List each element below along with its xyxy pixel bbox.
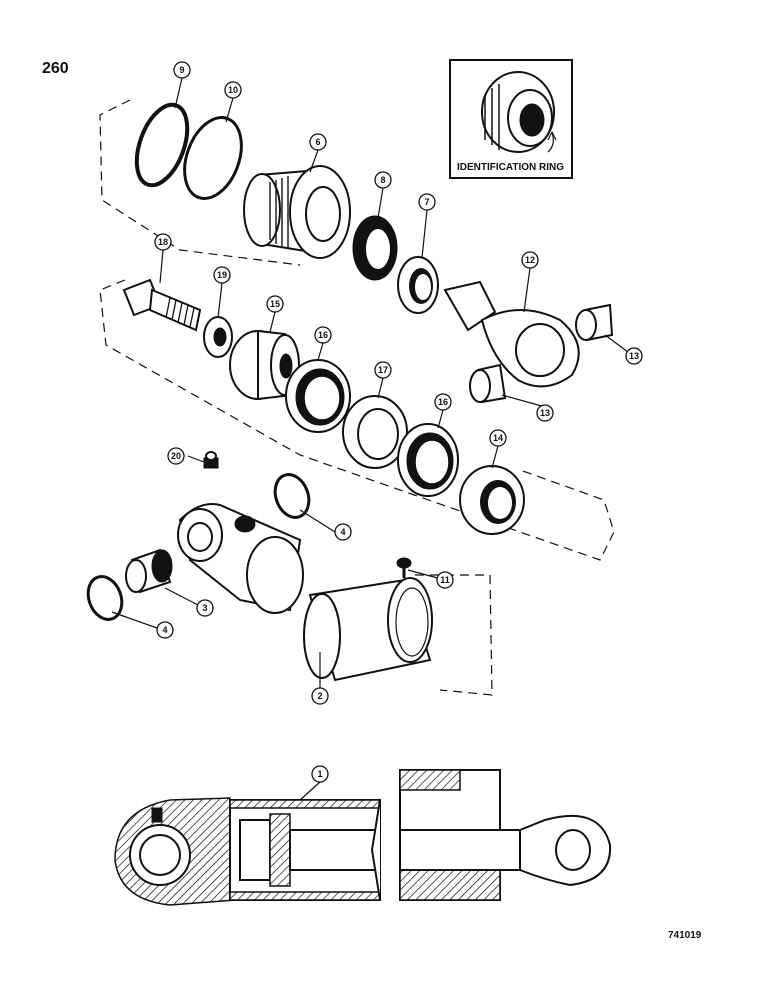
callout-4b-label: 4 [162,625,167,635]
callout-4a-label: 4 [340,527,345,537]
callout-16b: 16 [434,393,452,411]
callout-11: 11 [436,571,454,589]
callout-7-label: 7 [424,197,429,207]
identification-ring-label: IDENTIFICATION RING [457,162,564,173]
callout-20-label: 20 [171,451,181,461]
grease-fitting-part-20 [203,451,219,469]
callout-14: 14 [489,429,507,447]
washer-part-19 [203,316,233,358]
page-number: 260 [42,60,69,77]
callout-16a: 16 [314,326,332,344]
seal-part-8 [352,215,398,281]
bushing-part-14 [459,465,525,535]
rod-end-part-12 [443,280,580,388]
callout-18-label: 18 [158,237,168,247]
assembled-cylinder-section [114,769,612,906]
bushing-part-13b [469,363,507,404]
callout-2: 2 [311,687,329,705]
screw-part-11 [396,557,412,578]
callout-1: 1 [311,765,329,783]
callout-2-label: 2 [317,691,322,701]
callout-11-label: 11 [440,575,450,585]
dashed-group-barrel [415,574,493,696]
callout-19: 19 [213,266,231,284]
callout-3: 3 [196,599,214,617]
callout-4b: 4 [156,621,174,639]
callout-17-label: 17 [378,365,388,375]
callout-12-label: 12 [525,255,535,265]
gland-part-6 [243,165,351,259]
callout-3-label: 3 [202,603,207,613]
callout-10: 10 [224,81,242,99]
callout-13a: 13 [625,347,643,365]
figure-number: 741019 [668,930,702,941]
callout-4a: 4 [334,523,352,541]
leader-lines [111,77,629,801]
snap-ring-part-4b [86,575,124,621]
seal-ring-part-16a [285,359,351,433]
callout-12: 12 [521,251,539,269]
bushing-part-13a [575,303,614,342]
callout-19-label: 19 [217,270,227,280]
bolt-part-18 [122,278,202,332]
callout-20: 20 [167,447,185,465]
callout-15: 15 [266,295,284,313]
cylinder-body [177,503,304,614]
o-ring-part-9 [134,102,190,188]
callout-13b-label: 13 [540,408,550,418]
bearing-part-17 [342,395,408,469]
callout-8: 8 [374,171,392,189]
snap-ring-part-4a [273,473,311,519]
callout-1-label: 1 [317,769,322,779]
callout-18: 18 [154,233,172,251]
callout-8-label: 8 [380,175,385,185]
dashed-group-piston [99,279,615,561]
barrel-part-2 [303,577,433,682]
callout-6-label: 6 [315,137,320,147]
callout-10-label: 10 [228,85,238,95]
identification-ring-inset: IDENTIFICATION RING [449,59,573,179]
dashed-group-gland [99,99,301,266]
seal-ring-part-16b [397,423,459,497]
callout-15-label: 15 [270,299,280,309]
callout-6: 6 [309,133,327,151]
bushing-part-3 [125,548,173,594]
piston-part-15 [229,329,300,401]
callout-16a-label: 16 [318,330,328,340]
callout-14-label: 14 [493,433,503,443]
wiper-part-7 [397,256,439,314]
callout-7: 7 [418,193,436,211]
callout-17: 17 [374,361,392,379]
callout-13a-label: 13 [629,351,639,361]
callout-13b: 13 [536,404,554,422]
callout-16b-label: 16 [438,397,448,407]
callout-9-label: 9 [179,65,184,75]
callout-9: 9 [173,61,191,79]
